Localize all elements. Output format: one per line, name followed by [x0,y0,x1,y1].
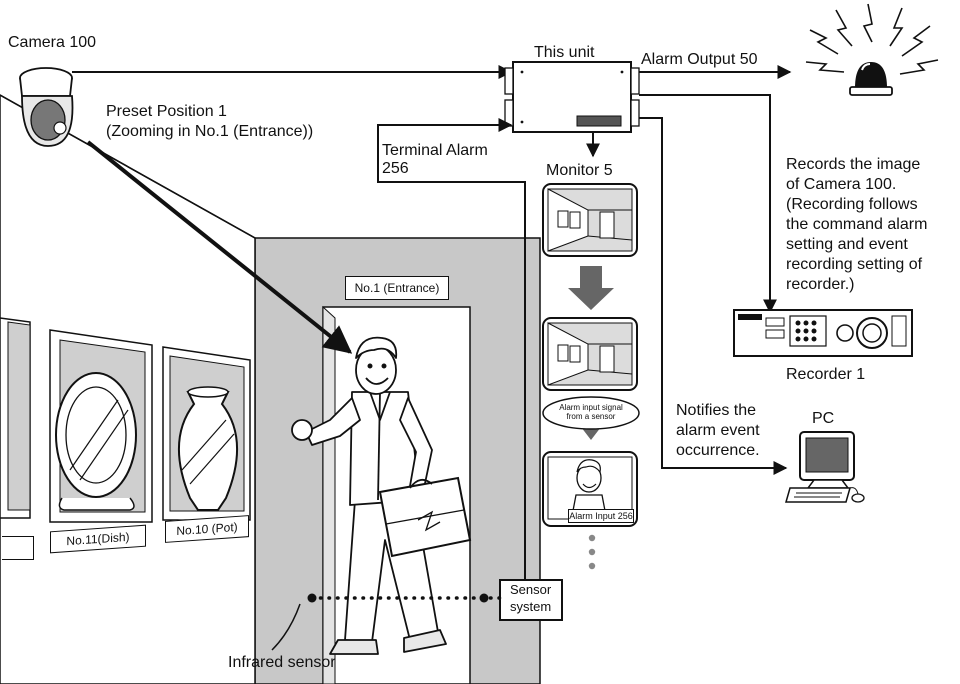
records-label-line3: (Recording follows [786,196,918,213]
alarm-beacon [805,3,939,96]
sensor-system-box [499,579,563,621]
zoom-arrow [86,140,353,354]
continuation-dots [588,534,596,570]
sensor-label-line2: system [510,599,552,614]
records-label-line2: of Camera 100. [786,176,897,193]
this-unit-device [504,61,640,133]
unit-to-recorder-line [639,94,777,314]
monitor-frame-1 [542,183,638,257]
this-unit-label: This unit [534,44,595,61]
infrared-leader-line [271,603,301,651]
monitor-label: Monitor 5 [546,162,613,179]
camera-label: Camera 100 [8,34,97,51]
dish-exhibit [55,372,137,511]
records-label-line5: setting and event [786,236,908,253]
terminal-alarm-label-line2: 256 [382,160,409,177]
records-label-line6: recording setting of [786,256,923,273]
alarm-signal-bubble [542,396,640,430]
preset-label-line1: Preset Position 1 [106,103,227,120]
monitor-frame-2 [542,317,638,391]
terminal-alarm-label-line1: Terminal Alarm [382,142,488,159]
records-label-line4: the command alarm [786,216,928,233]
partial-sign [2,536,34,560]
transition-arrow-1 [568,266,614,310]
infrared-label: Infrared sensor [228,654,336,671]
notifies-label-line3: occurrence. [676,442,760,459]
alarm-signal-line2: from a sensor [566,412,616,421]
preset-label-line2: (Zooming in No.1 (Entrance)) [106,123,314,140]
sensor-label-line1: Sensor [510,582,552,597]
notifies-label-line1: Notifies the [676,402,757,419]
recorder-device [733,309,913,357]
display-niche-left-edge [0,317,31,519]
infrared-beam [307,593,502,603]
alarm-signal-line1: Alarm input signal [559,403,623,412]
pot-exhibit [177,386,239,511]
pc-computer [785,431,865,503]
entrance-sign: No.1 (Entrance) [345,276,449,300]
records-label-line1: Records the image [786,156,921,173]
briefcase [378,476,472,558]
notifies-label-line2: alarm event [676,422,760,439]
unit-to-pc-line [639,117,788,475]
pc-label: PC [812,410,835,427]
records-label-line7: recorder.) [786,276,855,293]
dome-camera [19,67,74,147]
alarm-output-label: Alarm Output 50 [641,51,758,68]
alarm-input-badge: Alarm Input 256 [568,509,634,523]
recorder-label: Recorder 1 [786,366,866,383]
